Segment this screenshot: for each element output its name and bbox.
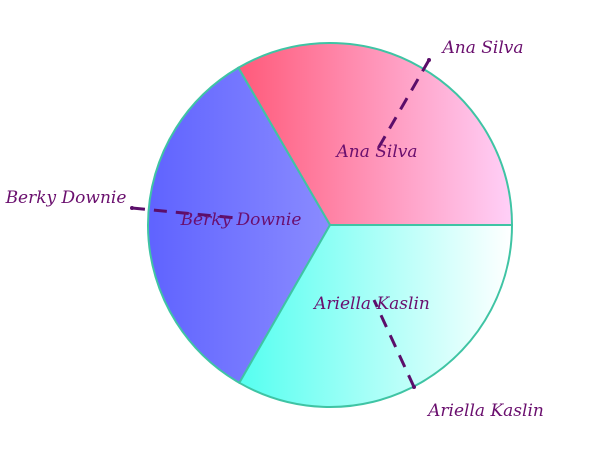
pie-slice-ariella-kaslin <box>237 224 514 408</box>
pie-slices <box>147 42 514 408</box>
leader-line-berky-downie <box>131 206 237 220</box>
slice-label-outer: Ariella Kaslin <box>426 401 544 421</box>
slice-label-outer: Ana Silva <box>440 38 523 58</box>
leader-line-ana-silva <box>374 59 431 153</box>
leader-line-ariella-kaslin <box>372 299 416 388</box>
slice-label-inner: Berky Downie <box>180 210 302 230</box>
pie-slice-ana-silva <box>236 42 514 226</box>
leader-dot <box>427 58 431 62</box>
slice-label-inner: Ariella Kaslin <box>312 294 430 314</box>
leader-dot <box>130 206 134 210</box>
slice-label-outer: Berky Downie <box>5 188 127 208</box>
leader-lines <box>130 58 431 389</box>
leader-dot <box>412 385 416 389</box>
slice-label-inner: Ana Silva <box>334 142 417 162</box>
